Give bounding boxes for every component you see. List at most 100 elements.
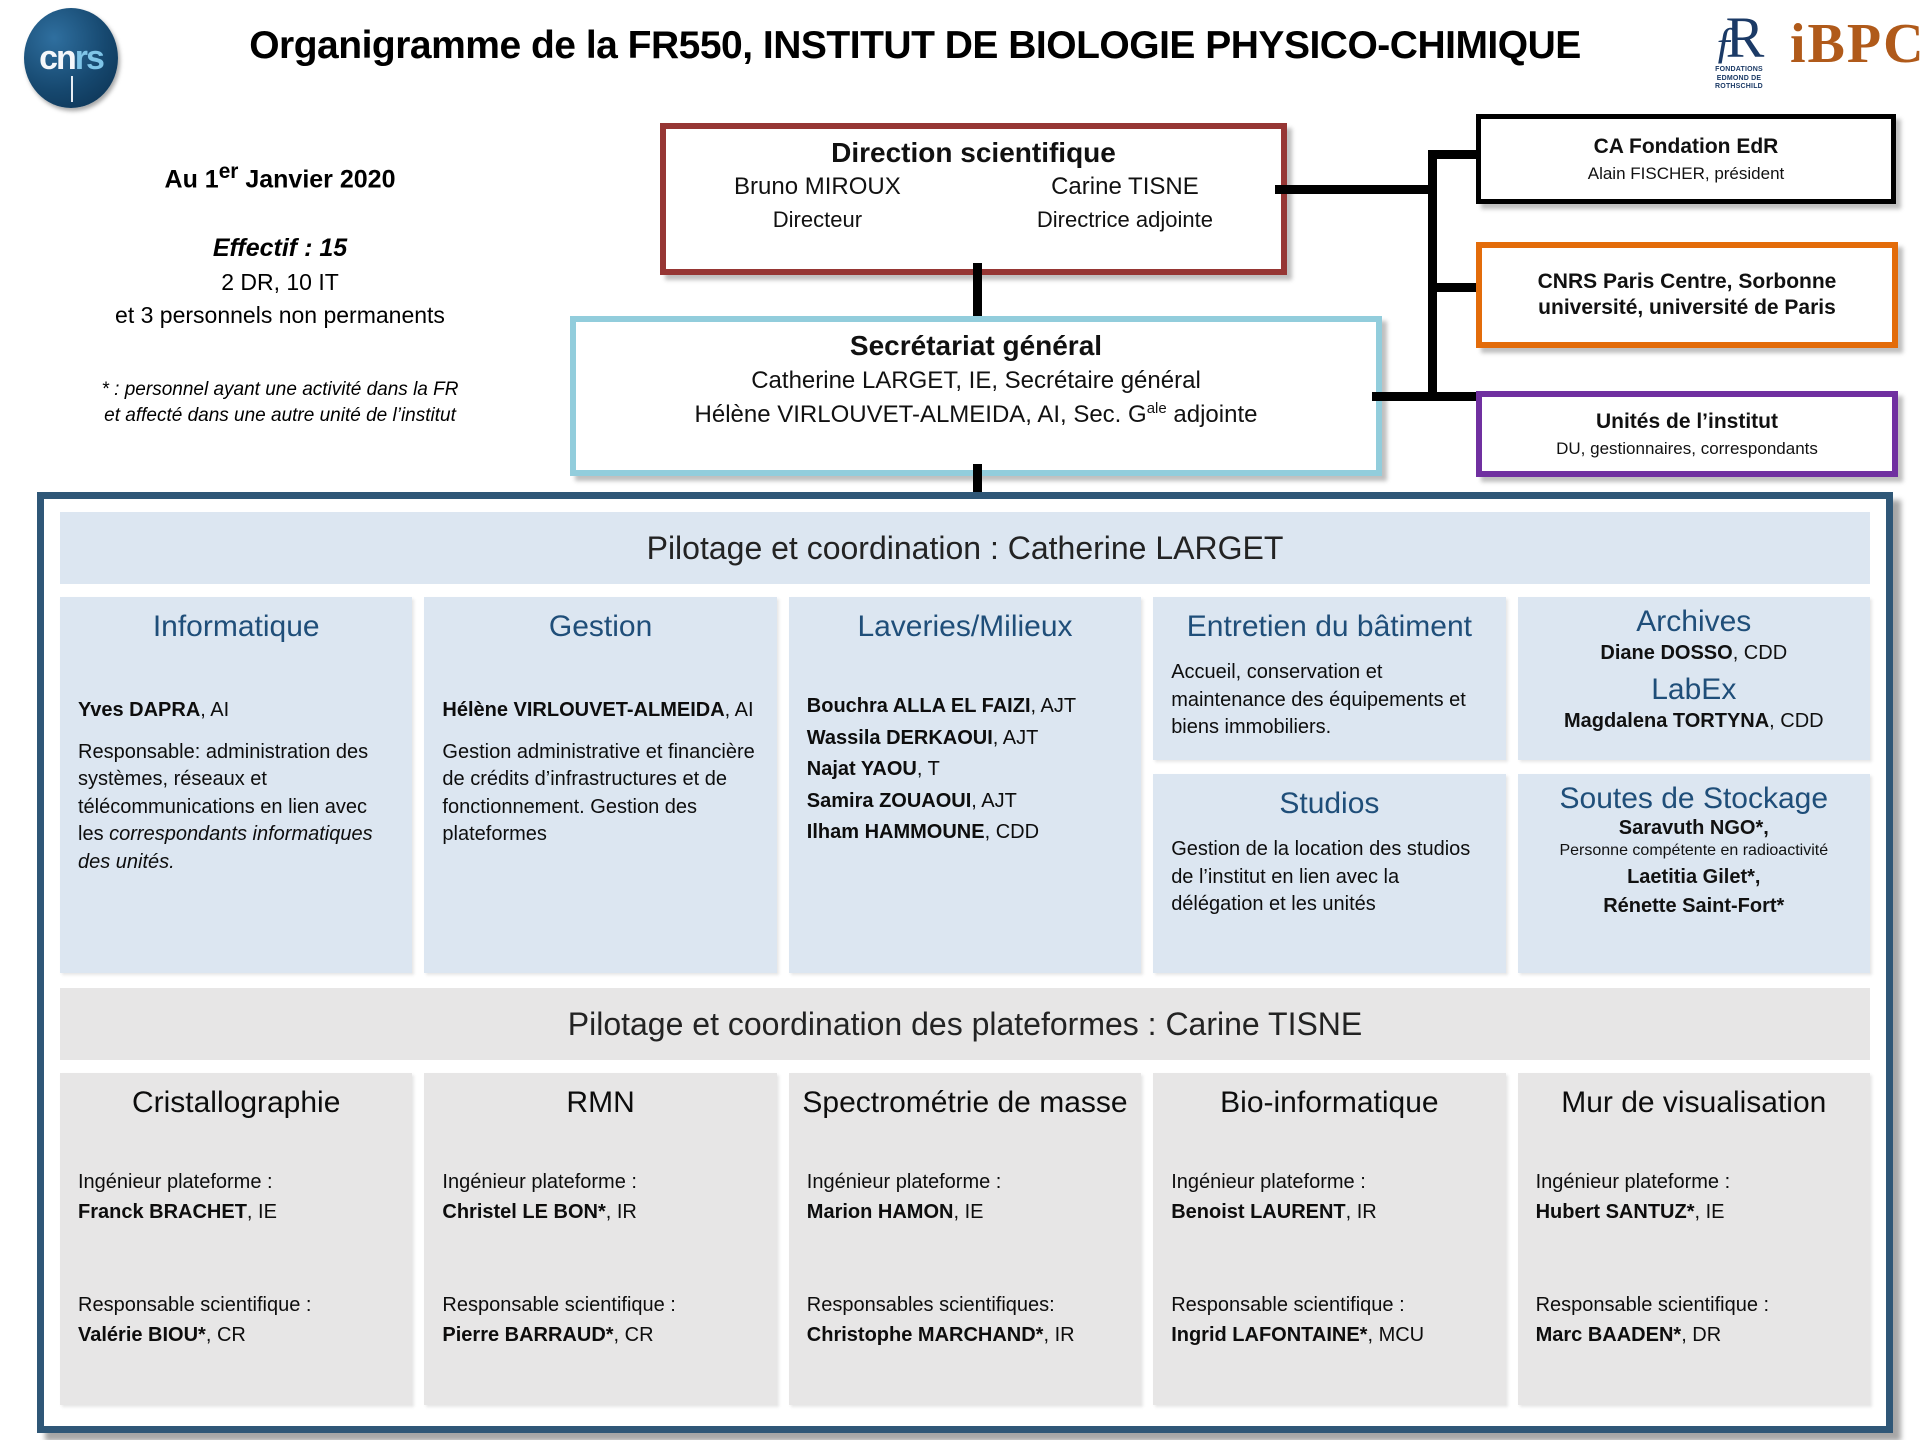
bioinformatique-body: Ingénieur plateforme : Benoist LAURENT, … <box>1153 1169 1505 1349</box>
spectrometrie-body: Ingénieur plateforme : Marion HAMON, IE … <box>789 1169 1141 1349</box>
scientist-label: Responsable scientifique : <box>1535 1294 1770 1317</box>
entretien-desc: Accueil, conservation et maintenance des… <box>1171 661 1466 739</box>
staff-row: Samira ZOUAOUI, AJT <box>806 789 1017 812</box>
fondation-edr-caption-line2: EDMOND DE ROTHSCHILD <box>1715 74 1763 90</box>
secretariat-line1: Catherine LARGET, IE, Secrétaire général <box>751 367 1201 394</box>
soutes-staff-2: Laetitia Gilet*, <box>1627 866 1761 889</box>
entretien-body: Accueil, conservation et maintenance des… <box>1153 659 1505 742</box>
mur-visualisation-body: Ingénieur plateforme : Hubert SANTUZ*, I… <box>1518 1169 1870 1349</box>
info-block: Au 1er Janvier 2020 Effectif : 15 2 DR, … <box>55 160 505 429</box>
informatique-cell: Informatique Yves DAPRA, AI Responsable:… <box>60 597 413 973</box>
archives-staff: Diane DOSSO, CDD <box>1600 642 1788 664</box>
engineer-label: Ingénieur plateforme : <box>78 1171 273 1193</box>
scientist-label: Responsable scientifique : <box>442 1294 676 1317</box>
ca-fondation-edr-box: CA Fondation EdR Alain FISCHER, présiden… <box>1476 114 1896 204</box>
engineer-name: Hubert SANTUZ*, IE <box>1535 1200 1725 1223</box>
gestion-body: Hélène VIRLOUVET-ALMEIDA, AI Gestion adm… <box>424 697 776 849</box>
cristallographie-cell: Cristallographie Ingénieur plateforme : … <box>60 1073 413 1405</box>
cnrs-logo-tail <box>71 76 73 102</box>
footnote-line2: et affecté dans une autre unité de l’ins… <box>104 404 456 426</box>
bioinformatique-cell: Bio-informatique Ingénieur plateforme : … <box>1153 1073 1506 1405</box>
bioinformatique-title: Bio-informatique <box>1220 1086 1439 1119</box>
studios-desc: Gestion de la location des studios de l’… <box>1171 838 1471 916</box>
connector-secretariat-main <box>973 464 982 494</box>
cnrs-logo-text-blue: rs <box>74 39 105 77</box>
gestion-staff: Hélène VIRLOUVET-ALMEIDA, AI <box>442 699 754 721</box>
soutes-title: Soutes de Stockage <box>1559 782 1829 815</box>
cristallographie-body: Ingénieur plateforme : Franck BRACHET, I… <box>60 1169 412 1349</box>
deputy-role: Directrice adjointe <box>1036 207 1213 232</box>
archives-soutes-stack: Archives Diane DOSSO, CDD LabEx Magdalen… <box>1517 597 1870 973</box>
soutes-cell: Soutes de Stockage Saravuth NGO*, Person… <box>1517 774 1870 973</box>
cristallographie-title: Cristallographie <box>131 1086 341 1119</box>
direction-title: Direction scientifique <box>831 137 1116 168</box>
coordination-header-band: Pilotage et coordination : Catherine LAR… <box>60 512 1870 584</box>
informatique-title: Informatique <box>152 610 320 643</box>
coordination-header-text: Pilotage et coordination : Catherine LAR… <box>646 529 1284 566</box>
engineer-name: Marion HAMON, IE <box>806 1200 984 1223</box>
ca-fondation-president: Alain FISCHER, président <box>1587 163 1785 183</box>
staff-count-line: 2 DR, 10 IT <box>221 269 339 296</box>
engineer-label: Ingénieur plateforme : <box>442 1171 637 1193</box>
fondation-edr-r: R <box>1725 5 1765 70</box>
connector-to-cnrs-box <box>1437 283 1476 292</box>
cnrs-paris-centre-box: CNRS Paris Centre, Sorbonne université, … <box>1476 242 1898 348</box>
cnrs-logo-text: cnrs <box>39 39 105 77</box>
director: Bruno MIROUX Directeur <box>734 173 901 233</box>
as-of-date: Au 1er Janvier 2020 <box>164 160 396 194</box>
main-container: Pilotage et coordination : Catherine LAR… <box>37 492 1893 1433</box>
connector-direction-secretariat <box>973 263 982 316</box>
unites-institut-box: Unités de l’institut DU, gestionnaires, … <box>1476 391 1898 477</box>
labex-staff: Magdalena TORTYNA, CDD <box>1563 710 1824 732</box>
fondation-edr-monogram: ƒR <box>1693 9 1785 67</box>
labex-title: LabEx <box>1651 673 1737 706</box>
footnote: * : personnel ayant une activité dans la… <box>55 377 505 428</box>
direction-scientifique-box: Direction scientifique Bruno MIROUX Dire… <box>660 123 1287 275</box>
connector-direction-right <box>1275 185 1428 194</box>
scientist-name: Christophe MARCHAND*, IR <box>806 1323 1075 1346</box>
entretien-studios-stack: Entretien du bâtiment Accueil, conservat… <box>1153 597 1506 973</box>
archives-labex-cell: Archives Diane DOSSO, CDD LabEx Magdalen… <box>1517 597 1870 760</box>
cnrs-paris-centre-title: CNRS Paris Centre, Sorbonne université, … <box>1537 269 1837 319</box>
mur-visualisation-cell: Mur de visualisation Ingénieur plateform… <box>1517 1073 1870 1405</box>
studios-cell: Studios Gestion de la location des studi… <box>1153 774 1506 973</box>
laveries-title: Laveries/Milieux <box>857 610 1073 643</box>
spectrometrie-cell: Spectrométrie de masse Ingénieur platefo… <box>788 1073 1142 1405</box>
deputy-director: Carine TISNE Directrice adjointe <box>1037 173 1213 233</box>
scientist-name: Marc BAADEN*, DR <box>1535 1323 1722 1346</box>
fondation-edr-caption: FONDATIONS EDMOND DE ROTHSCHILD <box>1693 66 1785 91</box>
laveries-staff-list: Bouchra ALLA EL FAIZI, AJT Wassila DERKA… <box>789 693 1141 847</box>
cnrs-logo-text-white: cn <box>39 39 77 77</box>
deputy-name: Carine TISNE <box>1051 173 1199 200</box>
footnote-line1: * : personnel ayant une activité dans la… <box>101 379 459 401</box>
engineer-name: Benoist LAURENT, IR <box>1171 1200 1377 1223</box>
informatique-body: Yves DAPRA, AI Responsable: administrati… <box>60 697 412 877</box>
informatique-staff: Yves DAPRA, AI <box>78 699 230 721</box>
engineer-label: Ingénieur plateforme : <box>806 1171 1002 1193</box>
connector-right-vertical <box>1428 150 1437 401</box>
plateformes-row: Cristallographie Ingénieur plateforme : … <box>60 1073 1870 1405</box>
fondation-edr-caption-line1: FONDATIONS <box>1715 66 1763 74</box>
unites-institut-subtitle: DU, gestionnaires, correspondants <box>1556 438 1818 458</box>
scientist-label: Responsable scientifique : <box>78 1294 312 1317</box>
laveries-cell: Laveries/Milieux Bouchra ALLA EL FAIZI, … <box>788 597 1142 973</box>
engineer-label: Ingénieur plateforme : <box>1171 1171 1366 1193</box>
entretien-title: Entretien du bâtiment <box>1186 610 1472 643</box>
fondation-edr-logo: ƒR FONDATIONS EDMOND DE ROTHSCHILD <box>1693 9 1785 91</box>
secretariat-line2: Hélène VIRLOUVET-ALMEIDA, AI, Sec. Gale … <box>694 400 1258 428</box>
soutes-staff-1-note: Personne compétente en radioactivité <box>1559 842 1829 859</box>
rmn-title: RMN <box>566 1086 635 1119</box>
plateformes-header-text: Pilotage et coordination des plateformes… <box>567 1005 1363 1042</box>
plateformes-header-band: Pilotage et coordination des plateformes… <box>60 988 1870 1060</box>
scientist-label: Responsables scientifiques: <box>806 1294 1055 1317</box>
studios-body: Gestion de la location des studios de l’… <box>1153 836 1505 919</box>
director-role: Directeur <box>772 207 863 232</box>
connector-to-ca-box <box>1437 150 1476 159</box>
fondation-edr-f: ƒ <box>1713 18 1736 67</box>
engineer-label: Ingénieur plateforme : <box>1535 1171 1731 1193</box>
staff-row: Ilham HAMMOUNE, CDD <box>806 821 1040 844</box>
soutes-staff-1: Saravuth NGO*, <box>1618 817 1769 839</box>
page-title: Organigramme de la FR550, INSTITUT DE BI… <box>249 24 1581 67</box>
scientist-name: Pierre BARRAUD*, CR <box>442 1323 654 1346</box>
